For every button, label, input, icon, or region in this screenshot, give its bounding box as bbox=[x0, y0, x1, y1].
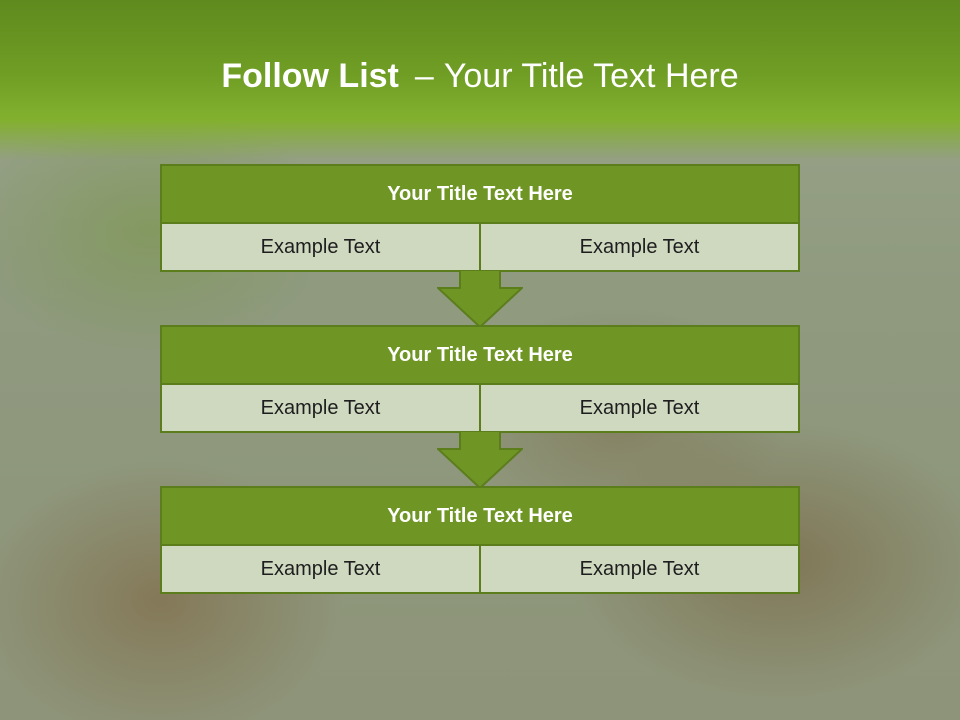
step-cell-right: Example Text bbox=[479, 224, 798, 270]
step-cell-right: Example Text bbox=[479, 546, 798, 592]
step-title: Your Title Text Here bbox=[162, 166, 798, 224]
step-title: Your Title Text Here bbox=[162, 488, 798, 546]
down-arrow-icon bbox=[437, 431, 523, 489]
step-cells: Example Text Example Text bbox=[162, 546, 798, 592]
down-arrow-icon bbox=[437, 270, 523, 328]
step-cell-left: Example Text bbox=[162, 385, 479, 431]
step-cells: Example Text Example Text bbox=[162, 224, 798, 270]
slide-title: Follow List–Your Title Text Here bbox=[0, 52, 960, 100]
title-bold: Follow List bbox=[221, 57, 399, 95]
title-rest: Your Title Text Here bbox=[443, 57, 739, 95]
step-cell-left: Example Text bbox=[162, 224, 479, 270]
step-title: Your Title Text Here bbox=[162, 327, 798, 385]
step-cell-left: Example Text bbox=[162, 546, 479, 592]
step-block-3: Your Title Text Here Example Text Exampl… bbox=[160, 486, 800, 594]
step-cell-right: Example Text bbox=[479, 385, 798, 431]
step-block-2: Your Title Text Here Example Text Exampl… bbox=[160, 325, 800, 433]
title-separator: – bbox=[414, 57, 434, 95]
step-cells: Example Text Example Text bbox=[162, 385, 798, 431]
step-block-1: Your Title Text Here Example Text Exampl… bbox=[160, 164, 800, 272]
header-band bbox=[0, 0, 960, 160]
